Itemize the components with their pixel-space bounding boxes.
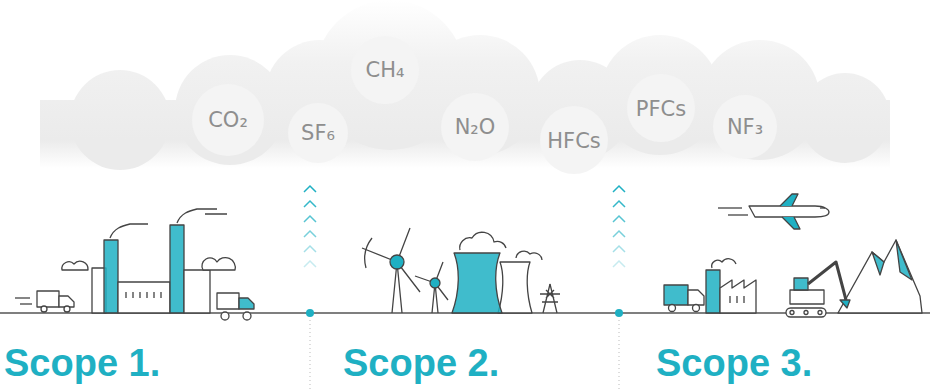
gas-label: N₂O [455, 115, 496, 140]
divider [310, 320, 311, 390]
gas-label: PFCs [636, 97, 686, 122]
divider [619, 320, 620, 390]
divider-dot [306, 309, 314, 317]
gas-label: SF₆ [301, 121, 335, 146]
gas-label: HFCs [547, 129, 600, 154]
factory-scene [15, 209, 254, 320]
gas-label: CH₄ [366, 58, 405, 83]
scope-label: Scope 3. [656, 343, 812, 385]
divider-dot [615, 309, 623, 317]
cloud [40, 0, 890, 174]
scope-label: Scope 2. [343, 343, 499, 385]
power-scene [362, 228, 560, 313]
scope-label: Scope 1. [4, 343, 160, 385]
gas-label: NF₃ [727, 115, 763, 140]
gas-label: CO₂ [208, 108, 248, 133]
value-chain-scene [664, 194, 922, 317]
